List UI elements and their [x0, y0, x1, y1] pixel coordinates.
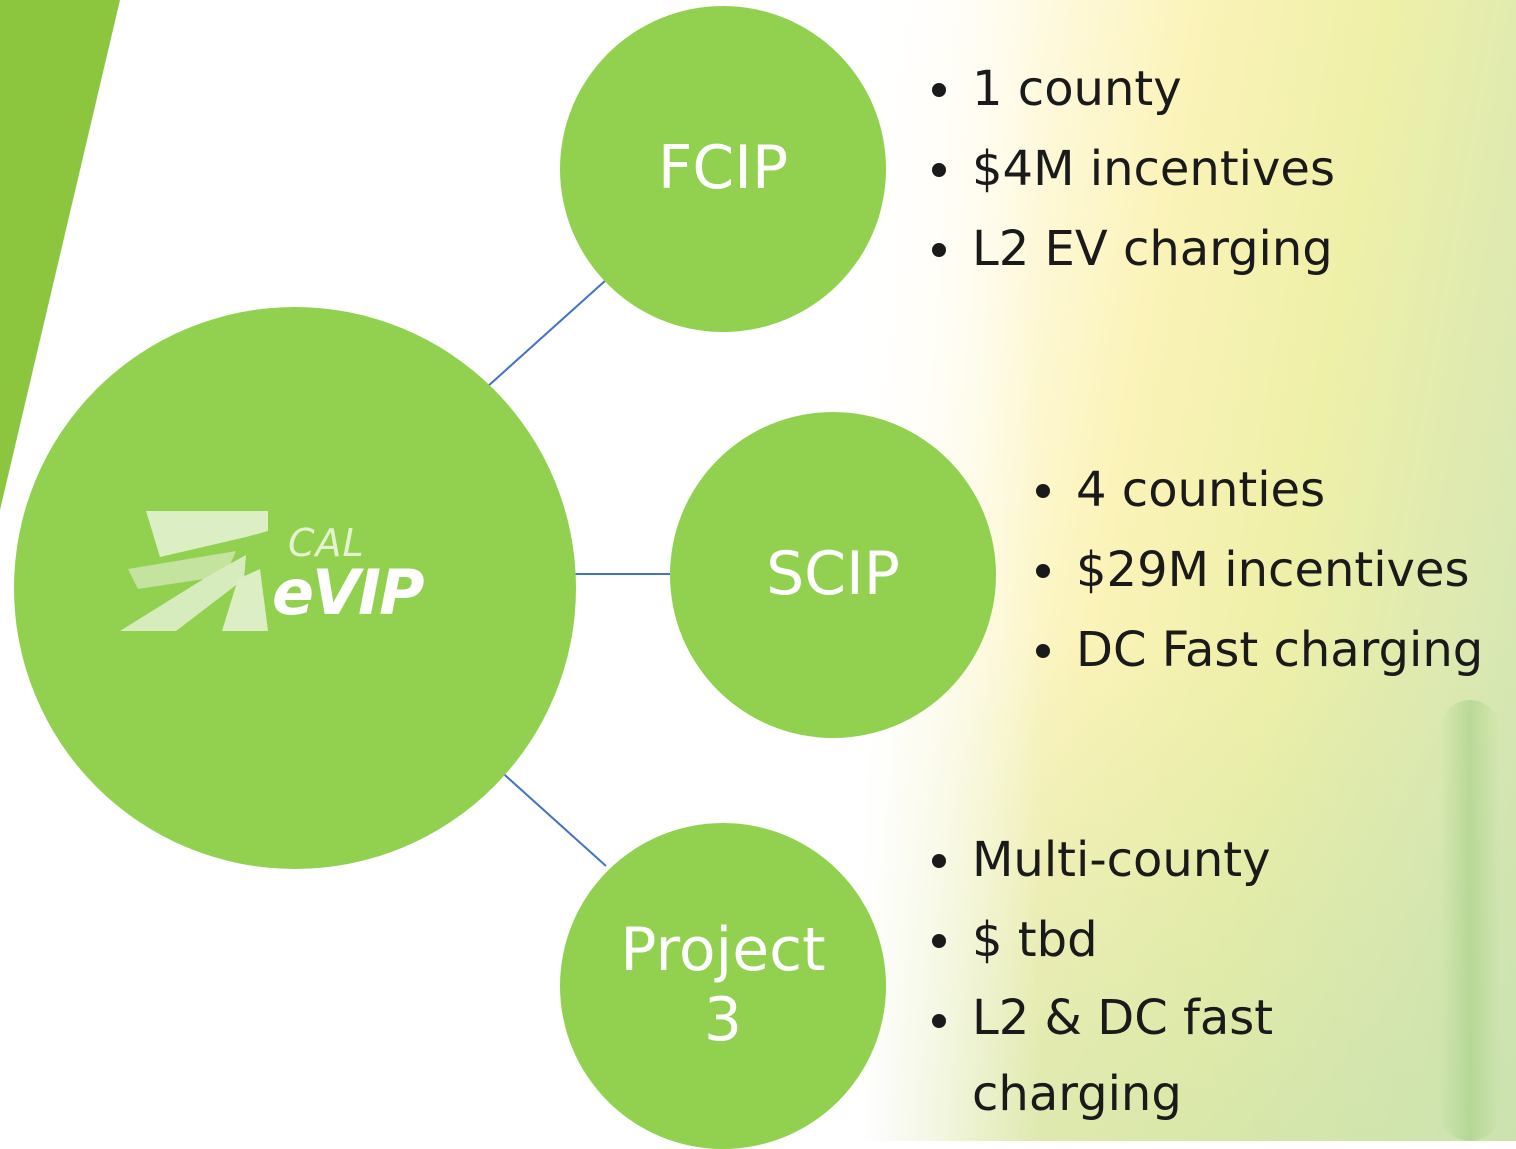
- logo-cal-text: CAL: [288, 521, 365, 565]
- bullet-dot: [1036, 564, 1050, 578]
- node-label: Project 3: [620, 915, 826, 1055]
- bullet-dot: [932, 243, 946, 257]
- bullet-text: $29M incentives: [1076, 542, 1470, 598]
- logo-evip-text: eVIP: [272, 556, 425, 629]
- list-item: L2 EV charging: [926, 209, 1335, 289]
- bullet-dot: [932, 1014, 946, 1028]
- node-project-3: Project 3: [560, 823, 886, 1149]
- bullet-dot: [932, 163, 946, 177]
- connector-fcip: [486, 279, 607, 388]
- list-item: 4 counties: [1030, 450, 1483, 530]
- bullet-text: Multi-county: [972, 832, 1271, 888]
- bullet-text: $ tbd: [972, 912, 1098, 968]
- node-label: SCIP: [766, 539, 900, 610]
- bullet-text: $4M incentives: [972, 141, 1335, 197]
- list-item: DC Fast charging: [1030, 610, 1483, 690]
- center-node: [14, 307, 576, 869]
- bullet-dot: [932, 83, 946, 97]
- bullet-dot: [932, 934, 946, 948]
- bullet-text: DC Fast charging: [1076, 622, 1484, 678]
- list-item: 1 county: [926, 49, 1335, 129]
- bullet-text: L2 EV charging: [972, 221, 1333, 277]
- node-label: FCIP: [657, 133, 789, 204]
- project-3-bullet-list: Multi-county $ tbd L2 & DC fast charging: [926, 820, 1332, 1132]
- list-item: $ tbd: [926, 900, 1332, 980]
- bullet-dot: [1036, 644, 1050, 658]
- node-fcip: FCIP: [560, 6, 886, 332]
- list-item: L2 & DC fast charging: [926, 980, 1332, 1132]
- list-item: Multi-county: [926, 820, 1332, 900]
- bullet-text: L2 & DC fast charging: [972, 990, 1274, 1122]
- bullet-text: 4 counties: [1076, 462, 1326, 518]
- bullet-text: 1 county: [972, 61, 1182, 117]
- background-plant: [1440, 700, 1500, 1141]
- bullet-dot: [932, 854, 946, 868]
- connector-project3: [486, 758, 607, 867]
- list-item: $4M incentives: [926, 129, 1335, 209]
- list-item: $29M incentives: [1030, 530, 1483, 610]
- calevip-7-logo-icon: [120, 511, 268, 631]
- fcip-bullet-list: 1 county $4M incentives L2 EV charging: [926, 49, 1335, 289]
- node-scip: SCIP: [670, 412, 996, 738]
- background-gradient: [860, 0, 1516, 1141]
- bullet-dot: [1036, 484, 1050, 498]
- scip-bullet-list: 4 counties $29M incentives DC Fast charg…: [1030, 450, 1483, 690]
- accent-wedge: [0, 0, 120, 510]
